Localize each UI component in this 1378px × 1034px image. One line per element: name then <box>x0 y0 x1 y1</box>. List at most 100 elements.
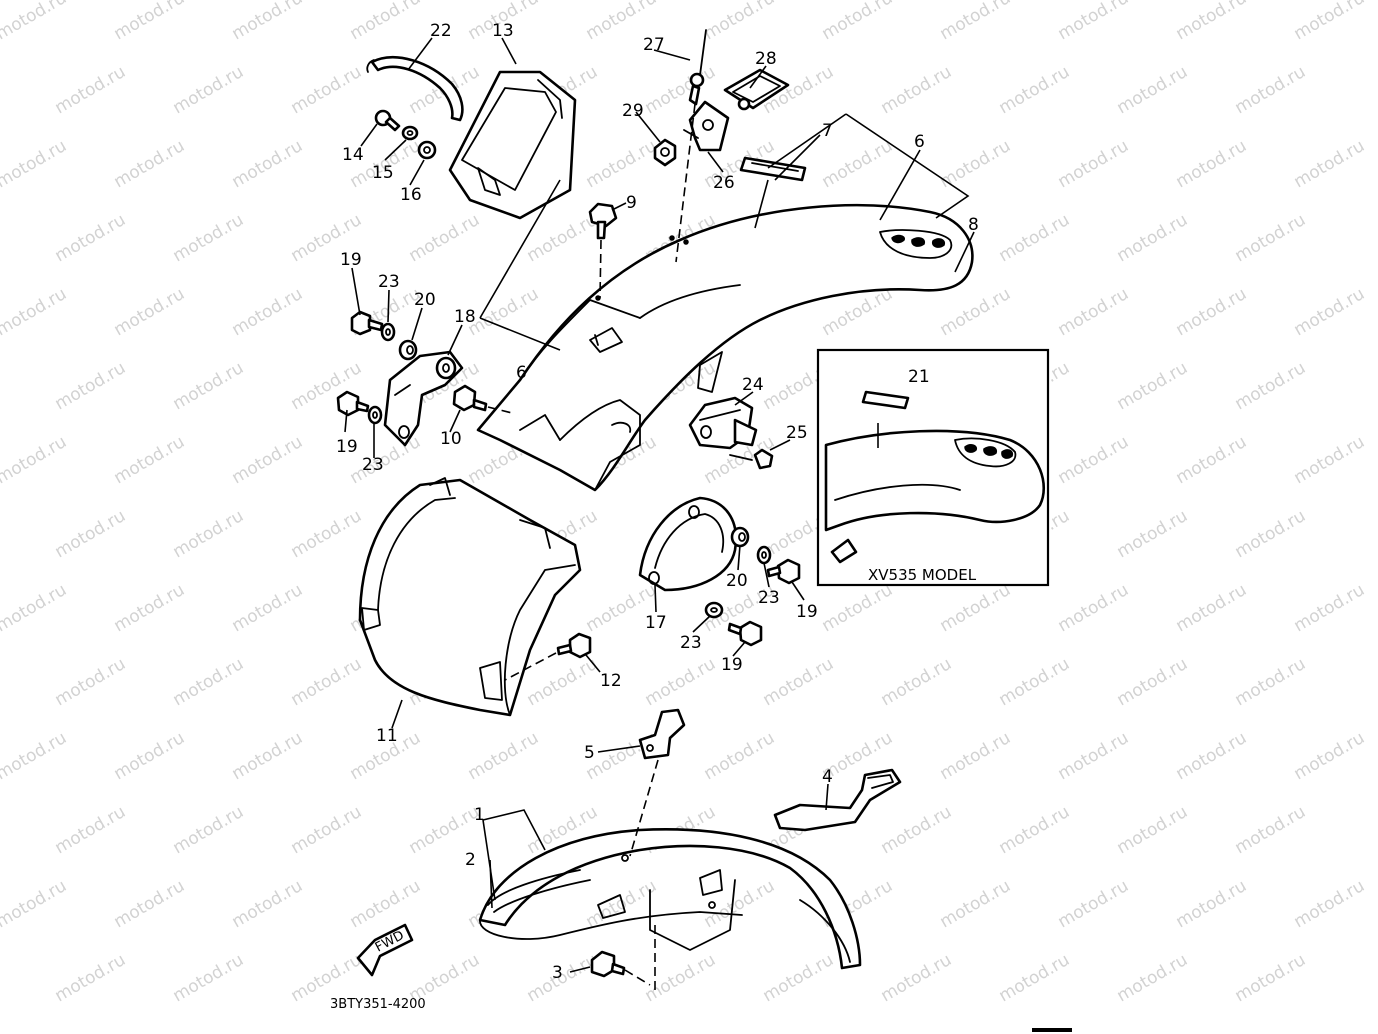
watermark-text: motod.ru <box>937 580 1015 636</box>
watermark-text: motod.ru <box>1291 728 1369 784</box>
watermark-text: motod.ru <box>288 62 366 118</box>
reflector-plate-17 <box>638 496 738 592</box>
collar-20-upper <box>398 339 418 361</box>
inner-fender-11 <box>358 477 582 717</box>
callout-12: 12 <box>600 671 622 691</box>
washer-23-lower <box>367 405 383 425</box>
watermark-text: motod.ru <box>1055 728 1133 784</box>
watermark-text: motod.ru <box>937 728 1015 784</box>
watermark-text: motod.ru <box>701 0 779 44</box>
nut-29 <box>653 138 677 167</box>
watermark-text: motod.ru <box>111 0 189 44</box>
watermark-text: motod.ru <box>1114 210 1192 266</box>
watermark-text: motod.ru <box>170 62 248 118</box>
watermark-text: motod.ru <box>1055 876 1133 932</box>
watermark-text: motod.ru <box>0 0 70 44</box>
watermark-text: motod.ru <box>760 654 838 710</box>
watermark-text: motod.ru <box>701 728 779 784</box>
callout-2: 2 <box>465 850 476 870</box>
bolt-19-right <box>766 558 801 585</box>
callout-11: 11 <box>376 726 398 746</box>
callout-numbers: 22 13 14 15 16 27 28 29 26 7 6 8 9 19 23… <box>330 21 979 1012</box>
watermark-text: motod.ru <box>170 358 248 414</box>
rear-fender-7 <box>476 203 974 492</box>
watermark-text: motod.ru <box>52 950 130 1006</box>
watermark-text: motod.ru <box>996 802 1074 858</box>
watermark-text: motod.ru <box>1114 802 1192 858</box>
watermark-text: motod.ru <box>170 506 248 562</box>
watermark-text: motod.ru <box>347 432 425 488</box>
watermark-text: motod.ru <box>937 136 1015 192</box>
callout-19-upper: 19 <box>340 250 362 270</box>
callout-6: 6 <box>914 132 925 152</box>
callout-23-lower: 23 <box>362 455 384 475</box>
watermark-text: motod.ru <box>1291 136 1369 192</box>
callout-27: 27 <box>643 35 665 55</box>
washer-15 <box>401 125 419 141</box>
callout-16: 16 <box>400 185 422 205</box>
brake-hose-holder-4 <box>773 768 902 832</box>
watermark-text: motod.ru <box>52 506 130 562</box>
watermark-text: motod.ru <box>0 432 70 488</box>
watermark-text: motod.ru <box>170 210 248 266</box>
page-mark <box>1032 1028 1072 1032</box>
watermark-text: motod.ru <box>1291 0 1369 44</box>
flasher-bracket-24 <box>688 396 758 450</box>
watermark-text: motod.ru <box>1291 284 1369 340</box>
watermark-text: motod.ru <box>52 358 130 414</box>
callout-26: 26 <box>713 173 735 193</box>
watermark-text: motod.ru <box>465 728 543 784</box>
watermark-text: motod.ru <box>52 654 130 710</box>
watermark-text: motod.ru <box>288 654 366 710</box>
callout-21: 21 <box>908 367 930 387</box>
callout-28: 28 <box>755 49 777 69</box>
callout-22: 22 <box>430 21 452 41</box>
watermark-text: motod.ru <box>1055 284 1133 340</box>
watermark-text: motod.ru <box>111 136 189 192</box>
watermark-text: motod.ru <box>52 802 130 858</box>
watermark-text: motod.ru <box>1173 284 1251 340</box>
watermark-text: motod.ru <box>1173 136 1251 192</box>
callout-29: 29 <box>622 101 644 121</box>
watermark-text: motod.ru <box>229 284 307 340</box>
watermark-text: motod.ru <box>170 654 248 710</box>
watermark-text: motod.ru <box>524 210 602 266</box>
washer-23-upper <box>380 322 396 342</box>
watermark-text: motod.ru <box>1232 210 1310 266</box>
watermark-text: motod.ru <box>937 0 1015 44</box>
watermark-text: motod.ru <box>701 876 779 932</box>
watermark-text: motod.ru <box>52 210 130 266</box>
watermark-text: motod.ru <box>878 802 956 858</box>
callout-23-right: 23 <box>758 588 780 608</box>
leader-lines <box>344 37 975 973</box>
front-fender-1 <box>478 828 862 970</box>
watermark-text: motod.ru <box>878 950 956 1006</box>
watermark-text: motod.ru <box>1114 358 1192 414</box>
callout-5: 5 <box>584 743 595 763</box>
watermark-text: motod.ru <box>1232 62 1310 118</box>
callout-25: 25 <box>786 423 808 443</box>
watermark-text: motod.ru <box>111 432 189 488</box>
watermark-text: motod.ru <box>996 62 1074 118</box>
callout-7: 7 <box>822 121 833 141</box>
callout-10: 10 <box>440 429 462 449</box>
callout-19-right: 19 <box>796 602 818 622</box>
bolt-14 <box>374 109 401 132</box>
watermark-text: motod.ru <box>1291 876 1369 932</box>
callout-9: 9 <box>626 193 637 213</box>
watermark-text: motod.ru <box>0 580 70 636</box>
watermark-text: motod.ru <box>878 62 956 118</box>
watermark-text: motod.ru <box>819 580 897 636</box>
watermark-text: motod.ru <box>229 0 307 44</box>
callout-20-right: 20 <box>726 571 748 591</box>
callout-24: 24 <box>742 375 764 395</box>
watermark-text: motod.ru <box>1232 506 1310 562</box>
fwd-arrow: FWD <box>356 923 414 977</box>
bolt-19-bottom <box>727 620 763 647</box>
watermark-text: motod.ru <box>1055 432 1133 488</box>
watermark-text: motod.ru <box>1055 136 1133 192</box>
watermark-text: motod.ru <box>583 876 661 932</box>
watermark-text: motod.ru <box>1173 432 1251 488</box>
watermark-text: motod.ru <box>996 950 1074 1006</box>
watermark-text: motod.ru <box>111 728 189 784</box>
